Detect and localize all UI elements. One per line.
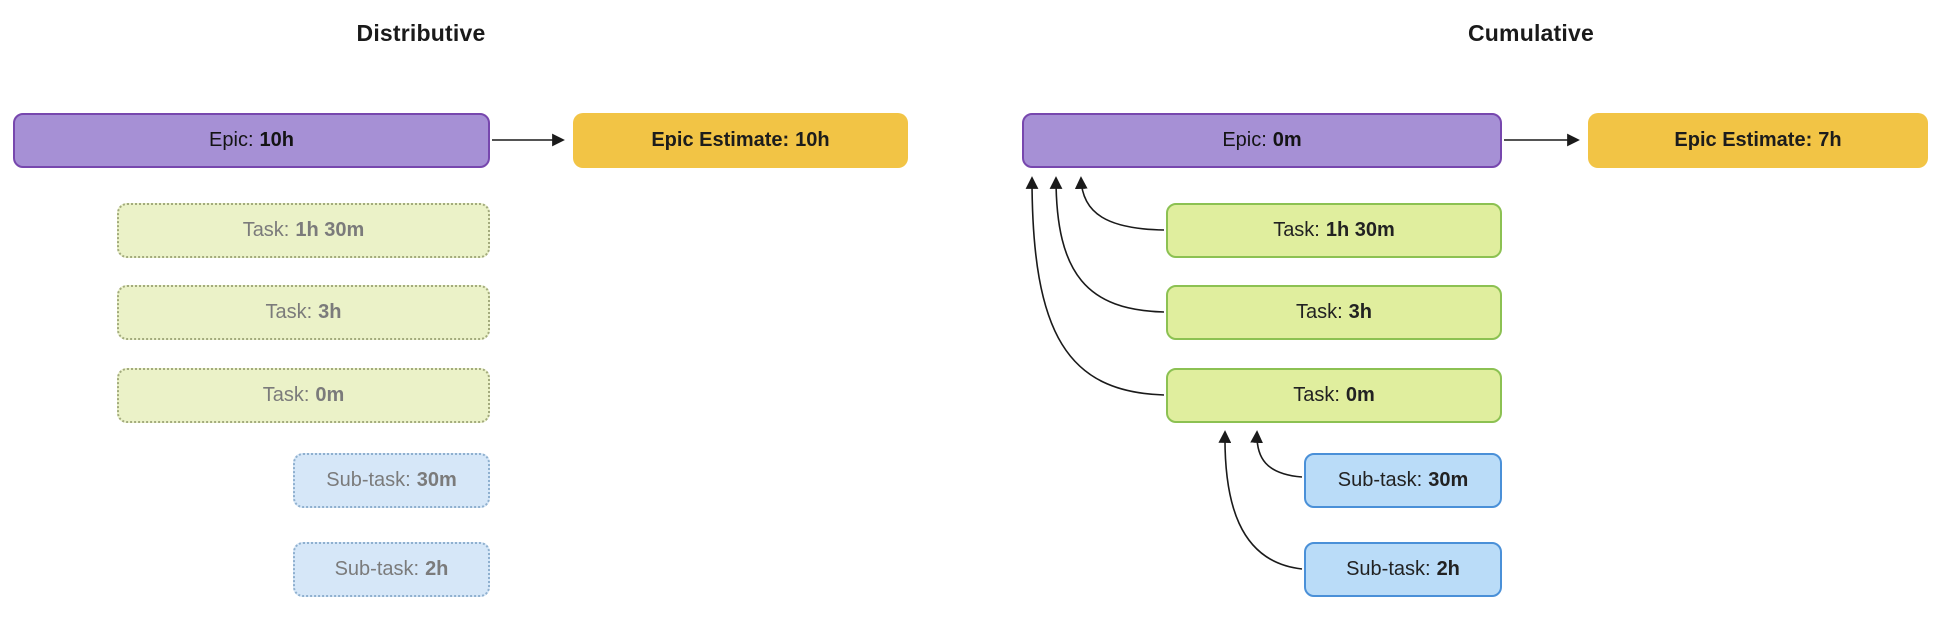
arrow-task1-to-epic	[1074, 176, 1165, 231]
subtask-label: Sub-task:	[1337, 469, 1423, 491]
distributive-epic-estimate-node: Epic Estimate: 10h	[573, 113, 908, 168]
subtask-value: 30m	[1428, 469, 1469, 491]
subtask-label: Sub-task:	[334, 558, 420, 580]
subtask-label: Sub-task:	[326, 469, 411, 491]
cumulative-task-node-1: Task: 1h 30m	[1166, 203, 1502, 258]
task-value: 3h	[1348, 301, 1373, 323]
epic-label: Epic:	[1222, 129, 1267, 151]
task-label: Task:	[1293, 384, 1340, 406]
epic-estimate-label: Epic Estimate:	[651, 129, 790, 151]
epic-estimate-value: 7h	[1818, 129, 1842, 151]
distributive-subtask-node-1: Sub-task: 30m	[293, 453, 490, 508]
subtask-value: 30m	[416, 469, 457, 491]
distributive-task-node-3: Task: 0m	[117, 368, 490, 423]
task-label: Task:	[1295, 301, 1343, 323]
epic-estimate-value: 10h	[795, 129, 830, 151]
distributive-title: Distributive	[356, 20, 486, 46]
cumulative-subtask-node-1: Sub-task: 30m	[1304, 453, 1502, 508]
arrow-subtask2-to-task	[1218, 430, 1303, 570]
arrow-task3-to-epic	[1025, 176, 1165, 396]
task-label: Task:	[262, 384, 310, 406]
epic-label: Epic:	[209, 129, 254, 151]
task-label: Task:	[1273, 219, 1320, 241]
arrow-task2-to-epic	[1049, 176, 1165, 313]
epic-estimate-label: Epic Estimate:	[1674, 129, 1813, 151]
subtask-value: 2h	[425, 558, 449, 580]
distributive-subtask-node-2: Sub-task: 2h	[293, 542, 490, 597]
distributive-epic-node: Epic: 10h	[13, 113, 490, 168]
task-value: 3h	[318, 301, 342, 323]
task-label: Task:	[265, 301, 313, 323]
distributive-task-node-1: Task: 1h 30m	[117, 203, 490, 258]
cumulative-epic-estimate-node: Epic Estimate: 7h	[1588, 113, 1928, 168]
cumulative-task-node-3: Task: 0m	[1166, 368, 1502, 423]
cumulative-title: Cumulative	[1468, 20, 1594, 46]
task-value: 0m	[1345, 384, 1375, 406]
cumulative-task-node-2: Task: 3h	[1166, 285, 1502, 340]
subtask-value: 2h	[1436, 558, 1460, 580]
epic-value: 0m	[1272, 129, 1302, 151]
task-value: 1h 30m	[295, 219, 365, 241]
distributive-task-node-2: Task: 3h	[117, 285, 490, 340]
cumulative-epic-node: Epic: 0m	[1022, 113, 1502, 168]
arrow-subtask1-to-task	[1250, 430, 1303, 478]
task-value: 0m	[315, 384, 345, 406]
subtask-label: Sub-task:	[1346, 558, 1431, 580]
epic-value: 10h	[259, 129, 294, 151]
task-value: 1h 30m	[1325, 219, 1395, 241]
task-label: Task:	[242, 219, 290, 241]
cumulative-subtask-node-2: Sub-task: 2h	[1304, 542, 1502, 597]
